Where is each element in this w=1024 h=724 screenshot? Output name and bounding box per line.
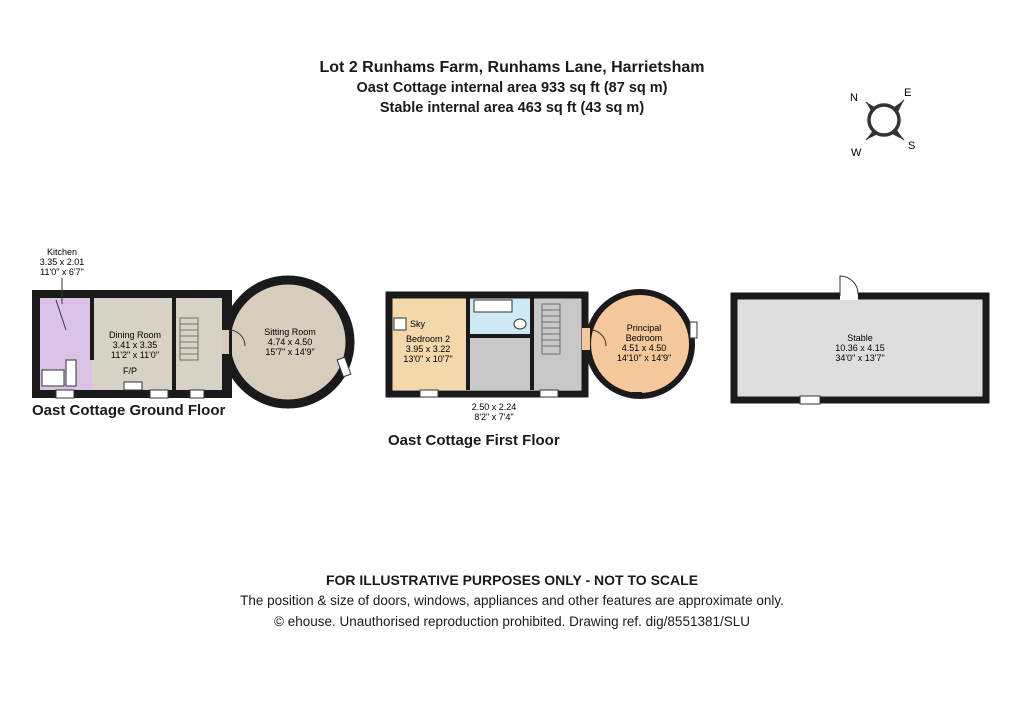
footer: FOR ILLUSTRATIVE PURPOSES ONLY - NOT TO … (0, 570, 1024, 632)
bedroom2-name: Bedroom 2 (406, 334, 450, 344)
principal-name-2: Bedroom (626, 333, 663, 343)
hob-icon (41, 369, 65, 387)
fireplace-icon (123, 381, 143, 391)
dining-name: Dining Room (109, 330, 161, 340)
stable-imperial: 34'0" x 13'7" (835, 353, 884, 363)
stable-name: Stable (847, 333, 873, 343)
stable-area: Stable internal area 463 sq ft (43 sq m) (379, 100, 645, 116)
stairwell-room (532, 298, 582, 390)
principal-metric: 4.51 x 4.50 (622, 343, 667, 353)
first-floor-label: Oast Cottage First Floor (388, 432, 560, 449)
principal-imperial: 14'10" x 14'9" (617, 353, 671, 363)
bedroom2-imperial: 13'0" x 10'7" (403, 354, 452, 364)
wc-icon (513, 318, 527, 330)
skylight-icon (393, 317, 407, 331)
cottage-area: Oast Cottage internal area 933 sq ft (87… (356, 80, 668, 96)
first-floor-plan: Sky Bedroom 2 3.95 x 3.22 13'0" x 10'7" … (385, 289, 698, 422)
sitting-metric: 4.74 x 4.50 (268, 337, 313, 347)
compass-w: W (851, 147, 862, 159)
ground-floor-label: Oast Cottage Ground Floor (32, 402, 226, 419)
compass-n: N (850, 92, 858, 104)
sink-icon (65, 359, 77, 387)
property-title: Lot 2 Runhams Farm, Runhams Lane, Harrie… (319, 59, 705, 76)
kitchen-metric: 3.35 x 2.01 (40, 257, 85, 267)
compass-e: E (904, 87, 911, 99)
stable-plan: Stable 10.36 x 4.15 34'0" x 13'7" (730, 275, 990, 405)
bedroom2-room (392, 298, 468, 390)
compass-icon: N E S W (850, 87, 915, 159)
stable-room (730, 292, 990, 404)
principal-name-1: Principal (627, 323, 662, 333)
approximation-note: The position & size of doors, windows, a… (240, 593, 784, 608)
dining-metric: 3.41 x 3.35 (113, 340, 158, 350)
title-block: Lot 2 Runhams Farm, Runhams Lane, Harrie… (0, 58, 1024, 118)
landing-imperial: 8'2" x 7'4" (474, 412, 513, 422)
kitchen-imperial: 11'0" x 6'7" (40, 267, 84, 277)
landing-room (468, 336, 532, 390)
ground-floor-plan: Kitchen 3.35 x 2.01 11'0" x 6'7" Dining … (32, 247, 355, 409)
compass-s: S (908, 140, 915, 152)
bath-icon (473, 299, 513, 313)
dining-room (92, 298, 174, 390)
dining-imperial: 11'2" x 11'0" (111, 350, 159, 360)
sitting-room (226, 280, 350, 404)
landing-metric: 2.50 x 2.24 (472, 402, 517, 412)
principal-bedroom-room (588, 292, 692, 396)
copyright-note: © ehouse. Unauthorised reproduction proh… (274, 614, 750, 629)
hall-room (174, 298, 224, 390)
sitting-imperial: 15'7" x 14'9" (265, 347, 314, 357)
stable-metric: 10.36 x 4.15 (835, 343, 885, 353)
bedroom2-metric: 3.95 x 3.22 (406, 344, 451, 354)
sitting-name: Sitting Room (264, 327, 316, 337)
disclaimer: FOR ILLUSTRATIVE PURPOSES ONLY - NOT TO … (325, 572, 699, 588)
kitchen-name: Kitchen (47, 247, 77, 257)
fp-label: F/P (123, 366, 137, 376)
sky-label: Sky (410, 319, 426, 329)
